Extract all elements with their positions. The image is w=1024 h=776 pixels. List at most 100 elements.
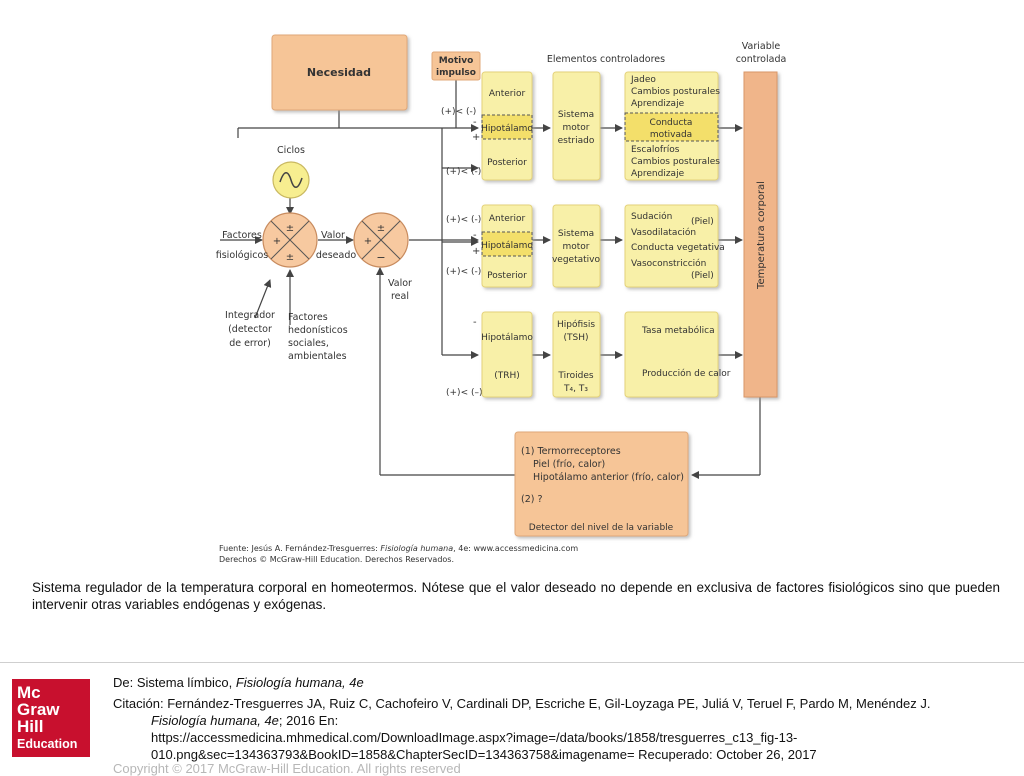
termo-line-1: (1) Termorreceptores xyxy=(521,446,621,457)
row1-system-box xyxy=(552,71,601,181)
row1-hipotalamo: Hipotálamo xyxy=(481,124,533,134)
citation-url-2: 010.png&sec=134363793&BookID=1858&Chapte… xyxy=(151,747,817,762)
row3-tiroides: Tiroides xyxy=(557,371,593,381)
sine-icon xyxy=(279,172,303,188)
row3-minus: - xyxy=(473,317,477,328)
comp1-sign-left: + xyxy=(273,236,281,247)
row2-posterior: Posterior xyxy=(487,271,527,281)
row3-tasa: Tasa metabólica xyxy=(641,325,715,336)
integrador-label: Integrador (detector de error) xyxy=(225,310,275,349)
row2-piel-1: (Piel) xyxy=(691,217,714,227)
svg-text:sociales,: sociales, xyxy=(288,338,329,349)
row2-efecto-vasodilatacion: Vasodilatación xyxy=(631,227,696,238)
reference-citation: Citación: Fernández-Tresguerres JA, Ruiz… xyxy=(113,695,1018,763)
motivo-label-1: Motivo xyxy=(439,56,474,66)
necesidad-box xyxy=(271,34,408,111)
motivo-box xyxy=(431,51,481,81)
citation-year: ; 2016 En: xyxy=(278,713,339,728)
reference-from-book: Fisiología humana, 4e xyxy=(235,675,364,690)
feedback-sign-4: (+)< (-) xyxy=(446,267,481,277)
termo-line-4: (2) ? xyxy=(521,494,543,505)
svg-text:Factores: Factores xyxy=(288,312,328,323)
row2-piel-2: (Piel) xyxy=(691,271,714,281)
row2-sistema-1: Sistema xyxy=(558,229,594,239)
feedback-sign-5: (+)< (–) xyxy=(446,388,483,398)
row1-efecto-escalofrios: Escalofríos xyxy=(631,145,680,155)
row1-efecto-posturales: Cambios posturales xyxy=(631,87,720,97)
row2-effects-box xyxy=(624,204,719,288)
row2-anterior: Anterior xyxy=(489,214,526,224)
logo-line-4: Education xyxy=(17,737,78,751)
row1-efecto-posturales-2: Cambios posturales xyxy=(631,157,720,167)
mcgraw-hill-logo: Mc Graw Hill Education xyxy=(12,679,90,757)
row1-conducta-2: motivada xyxy=(650,130,692,140)
valor-deseado-label-1: Valor xyxy=(321,230,345,241)
valor-real-label-1: Valor xyxy=(388,278,412,289)
feedback-sign-3: (+)< (-) xyxy=(446,215,481,225)
row1-sistema-1: Sistema xyxy=(558,110,594,120)
logo-line-1: Mc xyxy=(17,683,41,702)
row2-minus: - xyxy=(473,230,477,241)
row3-hypothalamus-box xyxy=(481,311,533,398)
row2-system-box xyxy=(552,204,601,288)
svg-text:(detector: (detector xyxy=(228,324,272,335)
variable-label-1: Variable xyxy=(742,41,781,52)
row2-efecto-conducta: Conducta vegetativa xyxy=(631,243,725,253)
row2-hipotalamo: Hipotálamo xyxy=(481,241,533,251)
figure-caption: Sistema regulador de la temperatura corp… xyxy=(32,580,1000,612)
row2-sistema-2: motor xyxy=(562,242,589,252)
detector-label: Detector del nivel de la variable xyxy=(529,523,674,533)
feedback-sign-1: (+)< (-) xyxy=(441,107,476,117)
hedonisticos-label: Factores hedonísticos sociales, ambienta… xyxy=(288,312,348,362)
row1-conducta-1: Conducta xyxy=(650,118,693,128)
svg-text:Integrador: Integrador xyxy=(225,310,275,321)
comp2-sign-left: + xyxy=(364,236,372,247)
ciclos-label: Ciclos xyxy=(277,145,305,156)
thermoregulation-diagram: Necesidad Motivo impulso Elementos contr… xyxy=(215,34,787,564)
logo-line-3: Hill xyxy=(17,717,44,736)
elementos-controladores-label: Elementos controladores xyxy=(547,54,665,65)
row1-anterior: Anterior xyxy=(489,89,526,99)
row1-plus: + xyxy=(472,132,480,143)
row3-trh: (TRH) xyxy=(494,371,520,381)
row1-sistema-2: motor xyxy=(562,123,589,133)
divider xyxy=(0,662,1024,663)
termorreceptores-box xyxy=(514,431,689,537)
feedback-sign-2: (+)< (-) xyxy=(446,167,481,177)
valor-real-label-2: real xyxy=(391,291,409,302)
row3-pituitary-box xyxy=(552,311,601,398)
row3-hipofisis: Hipófisis xyxy=(557,319,595,330)
comp2-sign-bottom: − xyxy=(376,251,385,264)
termo-line-3: Hipotálamo anterior (frío, calor) xyxy=(533,472,684,483)
variable-label-2: controlada xyxy=(736,54,787,65)
valor-deseado-label-2: deseado xyxy=(316,250,357,261)
row1-efecto-aprendizaje: Aprendizaje xyxy=(631,99,685,109)
source-line-1: Fuente: Jesús A. Fernández-Tresguerres: … xyxy=(219,544,578,553)
row2-efecto-vasoconstriccion: Vasoconstricción xyxy=(631,258,706,269)
row1-efecto-aprendizaje-2: Aprendizaje xyxy=(631,169,685,179)
row3-hipotalamo: Hipotálamo xyxy=(481,333,533,343)
row1-posterior: Posterior xyxy=(487,158,527,168)
source-line-2: Derechos © McGraw-Hill Education. Derech… xyxy=(219,555,454,564)
row1-sistema-3: estriado xyxy=(558,136,595,146)
termo-line-2: Piel (frío, calor) xyxy=(533,459,605,470)
svg-text:de error): de error) xyxy=(229,338,271,349)
row3-t4t3: T₄, T₃ xyxy=(563,384,588,394)
row1-minus: - xyxy=(473,117,477,128)
temperatura-bar xyxy=(743,71,778,398)
row2-plus: + xyxy=(472,246,480,257)
row3-tsh: (TSH) xyxy=(563,333,588,343)
reference-from-prefix: De: Sistema límbico, xyxy=(113,675,236,690)
row1-efecto-jadeo: Jadeo xyxy=(630,75,656,85)
temperatura-label: Temperatura corporal xyxy=(756,181,767,290)
reference-source: De: Sistema límbico, Fisiología humana, … xyxy=(113,674,1018,691)
citation-authors: Citación: Fernández-Tresguerres JA, Ruiz… xyxy=(113,696,931,711)
citation-book: Fisiología humana, 4e xyxy=(151,713,279,728)
comp1-sign-bottom: ± xyxy=(286,252,294,263)
row2-sistema-3: vegetativo xyxy=(552,255,601,265)
logo-line-2: Graw xyxy=(17,700,60,719)
row3-produccion: Producción de calor xyxy=(642,368,731,379)
comp1-sign-top: ± xyxy=(286,223,294,234)
row2-efecto-sudacion: Sudación xyxy=(631,211,672,222)
svg-text:hedonísticos: hedonísticos xyxy=(288,325,348,336)
